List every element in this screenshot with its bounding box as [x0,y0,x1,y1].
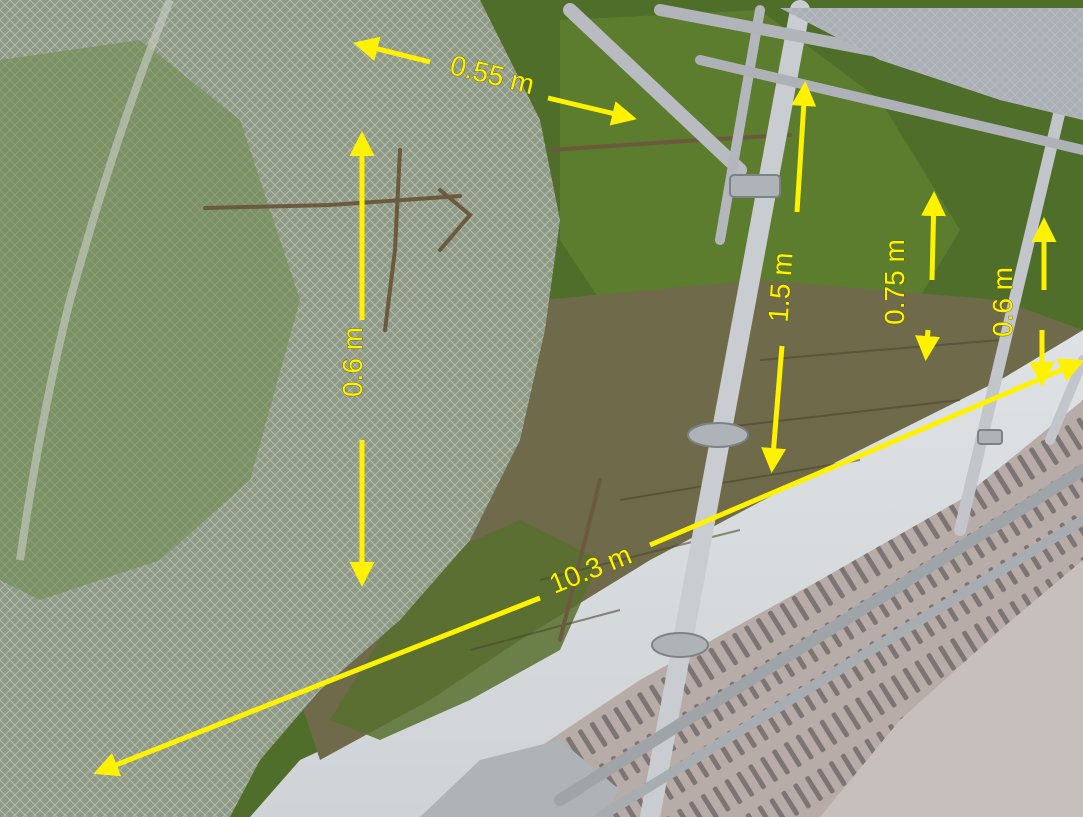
dimension-arrows [93,36,1083,777]
scaffold-deck-top-slots [780,8,1083,120]
scaffold-couplers [651,174,1003,658]
arrow-top-width-right [547,95,637,126]
arrow-mid-height-top [921,191,947,281]
arrow-pole-height-bottom [761,345,787,473]
arrow-top-width-left [353,36,431,65]
label-right-height: 0.6 m [987,267,1018,337]
label-net-height: 0.6 m [337,327,368,397]
arrow-pole-height-top [791,81,817,213]
label-pole-height: 1.5 m [763,251,799,323]
arrow-mid-height-bottom [915,329,940,361]
netting-seam [16,0,174,561]
label-mid-height: 0.75 m [879,239,910,325]
arrow-length-left [93,595,541,777]
netting-grass [0,40,300,600]
arrow-length-right [649,358,1083,548]
walkway-near-board [820,560,1083,817]
